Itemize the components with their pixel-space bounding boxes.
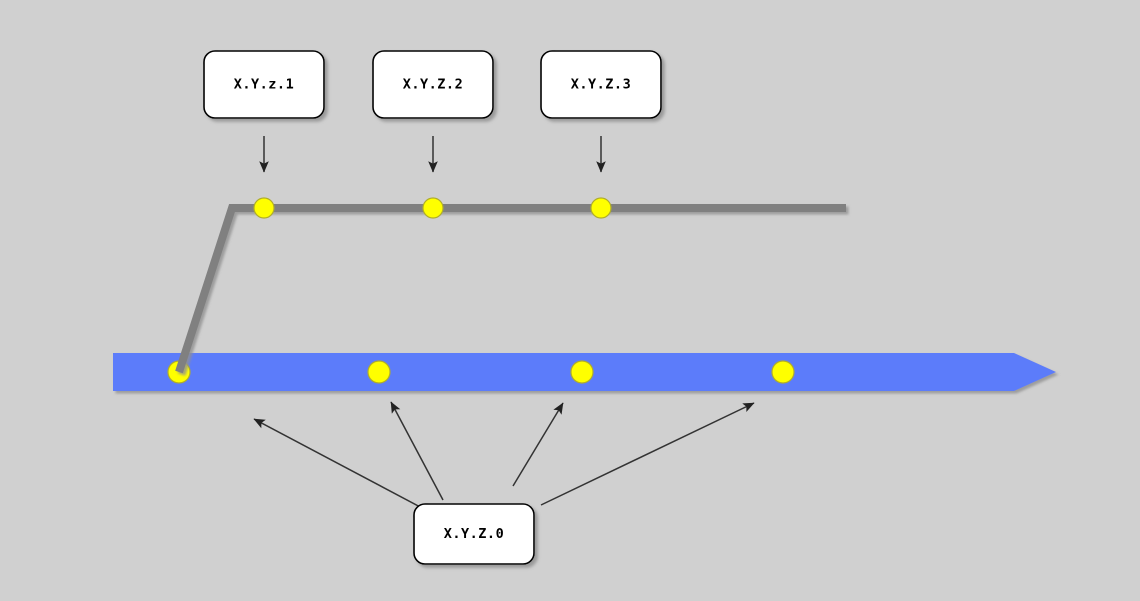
bottom-node-group: X.Y.Z.0 (413, 503, 535, 565)
arrow-to-main-commit-4 (540, 402, 755, 506)
node-xyz0-label: X.Y.Z.0 (444, 526, 504, 542)
node-xyz3-box[interactable] (540, 50, 662, 119)
top-node-1-group: X.Y.z.1 (203, 50, 325, 173)
node-xyz3-label: X.Y.Z.3 (571, 77, 631, 93)
main-commit-3[interactable] (570, 360, 594, 384)
side-branch-group (175, 197, 846, 374)
side-commit-1[interactable] (253, 197, 275, 219)
top-node-3-group: X.Y.Z.3 (540, 50, 662, 173)
bottom-node-arrows (253, 401, 755, 510)
side-branch-line[interactable] (175, 204, 846, 374)
arrow-to-main-commit-2 (390, 401, 444, 501)
node-xyz1-label: X.Y.z.1 (234, 77, 294, 93)
side-commit-2[interactable] (422, 197, 444, 219)
node-xyz1-box[interactable] (203, 50, 325, 119)
main-commit-2[interactable] (367, 360, 391, 384)
arrow-to-main-commit-3 (512, 402, 564, 487)
top-node-2-group: X.Y.Z.2 (372, 50, 494, 173)
side-commit-3[interactable] (590, 197, 612, 219)
main-branch-group (113, 353, 1056, 391)
node-xyz0-box[interactable] (413, 503, 535, 565)
arrow-to-main-commit-1 (253, 418, 425, 510)
node-xyz2-label: X.Y.Z.2 (403, 77, 463, 93)
node-xyz2-box[interactable] (372, 50, 494, 119)
main-commit-4[interactable] (771, 360, 795, 384)
